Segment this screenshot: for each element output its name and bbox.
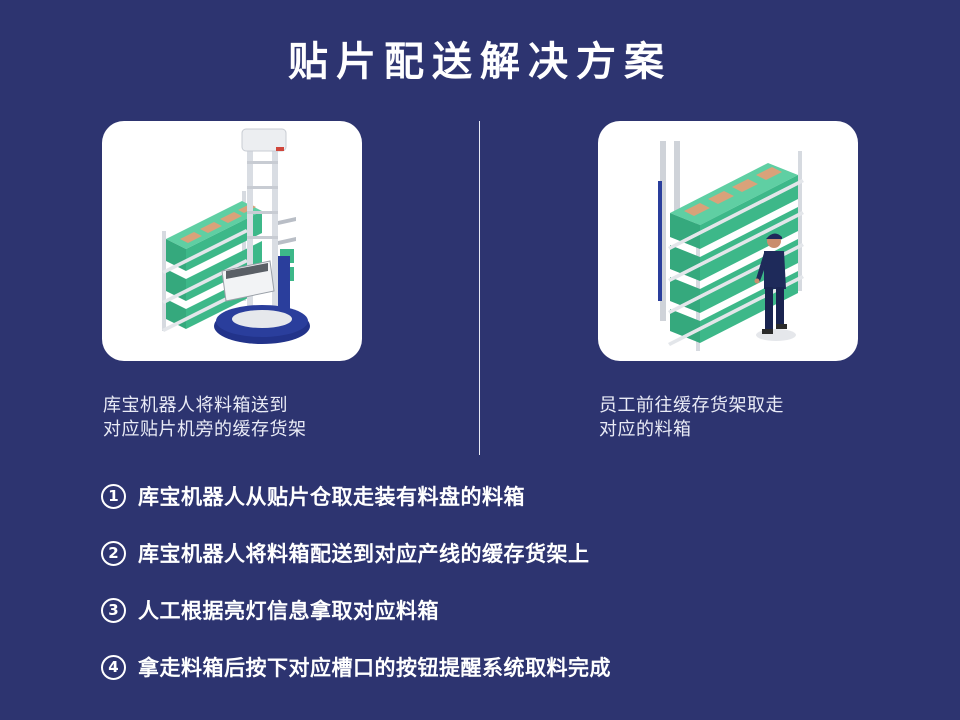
step-item: 4 拿走料箱后按下对应槽口的按钮提醒系统取料完成 [101, 651, 611, 683]
right-caption-line-2: 对应的料箱 [599, 419, 692, 440]
step-number-badge: 4 [101, 654, 126, 680]
step-item: 3 人工根据亮灯信息拿取对应料箱 [101, 594, 439, 626]
left-caption: 库宝机器人将料箱送到 对应贴片机旁的缓存货架 [103, 394, 307, 442]
step-item: 2 库宝机器人将料箱配送到对应产线的缓存货架上 [101, 537, 590, 569]
step-text: 库宝机器人将料箱配送到对应产线的缓存货架上 [138, 542, 590, 566]
step-text: 库宝机器人从贴片仓取走装有料盘的料箱 [138, 485, 525, 509]
robot-shelf-illustration [162, 128, 310, 344]
center-divider [479, 121, 480, 455]
step-number-badge: 2 [101, 540, 126, 566]
right-caption-line-1: 员工前往缓存货架取走 [599, 395, 784, 416]
left-caption-line-1: 库宝机器人将料箱送到 [103, 395, 288, 416]
right-caption: 员工前往缓存货架取走 对应的料箱 [599, 394, 784, 442]
worker-illustration-card [598, 121, 858, 361]
worker-shelf-illustration [658, 141, 804, 351]
step-number-badge: 1 [101, 483, 126, 509]
left-caption-line-2: 对应贴片机旁的缓存货架 [103, 419, 307, 440]
step-text: 拿走料箱后按下对应槽口的按钮提醒系统取料完成 [138, 656, 611, 680]
step-item: 1 库宝机器人从贴片仓取走装有料盘的料箱 [101, 480, 525, 512]
step-text: 人工根据亮灯信息拿取对应料箱 [138, 599, 439, 623]
page-title: 贴片配送解决方案 [288, 39, 672, 85]
worker-figure [754, 233, 787, 334]
robot-illustration-card [102, 121, 362, 361]
step-number-badge: 3 [101, 597, 126, 623]
